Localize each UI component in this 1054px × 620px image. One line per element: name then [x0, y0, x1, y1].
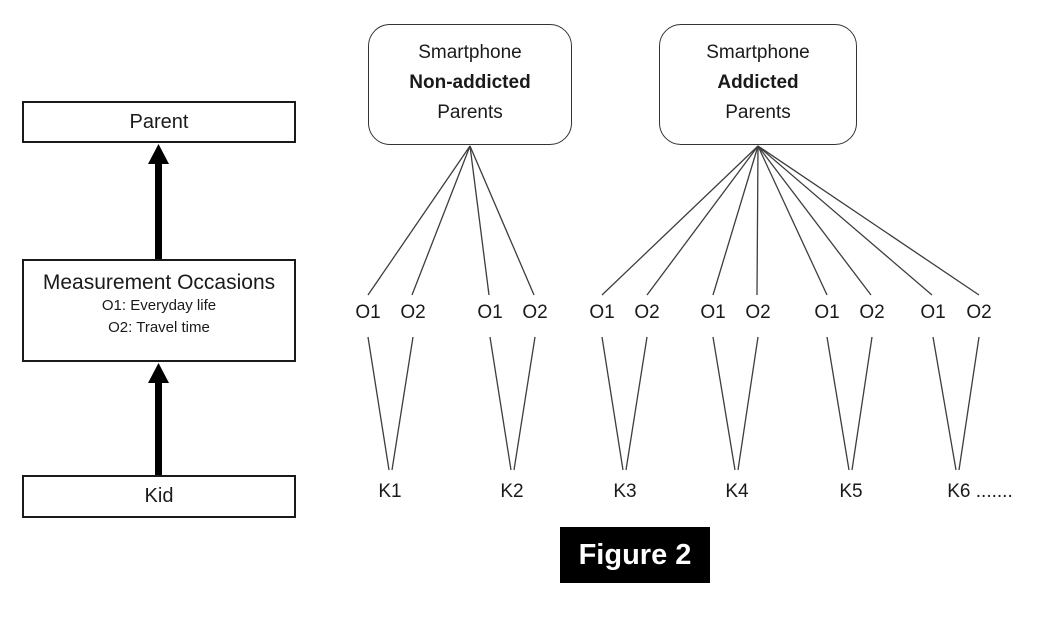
measurement-occasions-title: Measurement Occasions	[42, 271, 276, 294]
occasion-label-k3-o1: O1	[589, 302, 615, 323]
occasion-label-k1-o2: O2	[400, 302, 426, 323]
measurement-occasion-1-definition: O1: Everyday life	[101, 297, 217, 314]
fan-lines-group2	[601, 145, 980, 296]
occasion-label-k4-o2: O2	[745, 302, 771, 323]
addicted-parents-box: Smartphone Addicted Parents	[659, 24, 857, 145]
kid-label-k3: K3	[613, 481, 637, 502]
fan-lines-group1	[367, 145, 535, 296]
kid-label-k1: K1	[378, 481, 402, 502]
kid-box: Kid	[22, 475, 296, 518]
arrow-up-kid-to-measurement	[148, 363, 169, 475]
kid-label-k2: K2	[500, 481, 524, 502]
occasion-label-k6-o1: O1	[920, 302, 946, 323]
occasion-label-k1-o1: O1	[355, 302, 381, 323]
occasion-label-k6-o2: O2	[966, 302, 992, 323]
parent-box: Parent	[22, 101, 296, 143]
kid-box-label: Kid	[144, 485, 174, 507]
occasion-label-k5-o1: O1	[814, 302, 840, 323]
non-addicted-parents-box: Smartphone Non-addicted Parents	[368, 24, 572, 145]
occasion-label-k5-o2: O2	[859, 302, 885, 323]
kid-label-k5: K5	[839, 481, 863, 502]
kid-label-k6: K6 .......	[947, 481, 1013, 502]
arrow-up-measurement-to-parent	[148, 144, 169, 259]
figure-caption-badge: Figure 2	[560, 527, 710, 583]
group1-line3: Parents	[437, 102, 503, 123]
occasion-label-k2-o1: O1	[477, 302, 503, 323]
group1-line2: Non-addicted	[409, 72, 531, 93]
figure-caption-text: Figure 2	[578, 538, 692, 571]
group2-line2: Addicted	[717, 72, 799, 93]
occasion-to-kid-lines	[367, 336, 980, 471]
measurement-occasions-box: Measurement Occasions O1: Everyday life …	[22, 259, 296, 362]
occasion-label-k4-o1: O1	[700, 302, 726, 323]
parent-box-label: Parent	[129, 110, 189, 133]
occasion-label-k2-o2: O2	[522, 302, 548, 323]
group2-line1: Smartphone	[706, 42, 810, 63]
occasion-label-k3-o2: O2	[634, 302, 660, 323]
measurement-occasion-2-definition: O2: Travel time	[108, 319, 210, 336]
group1-line1: Smartphone	[418, 42, 522, 63]
kid-label-k4: K4	[725, 481, 749, 502]
group2-line3: Parents	[725, 102, 791, 123]
